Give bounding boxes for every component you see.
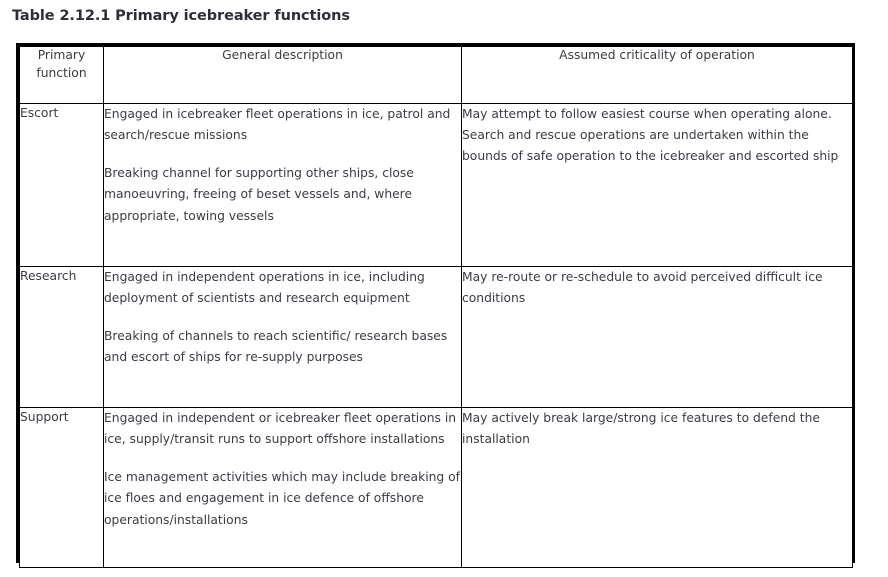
table-row: Escort Engaged in icebreaker fleet opera…: [19, 103, 853, 267]
description-paragraph: Engaged in icebreaker fleet operations i…: [104, 107, 451, 143]
cell-primary-function: Support: [19, 407, 104, 568]
table-body: Escort Engaged in icebreaker fleet opera…: [19, 103, 853, 568]
description-paragraph: Ice management activities which may incl…: [104, 470, 460, 527]
cell-assumed-criticality: May re-route or re-schedule to avoid per…: [461, 266, 853, 408]
description-paragraph: Breaking channel for supporting other sh…: [104, 166, 414, 223]
table-row: Research Engaged in independent operatio…: [19, 266, 853, 408]
description-paragraph: Engaged in independent or icebreaker fle…: [104, 411, 457, 447]
column-header-primary-function: Primary function: [19, 46, 104, 104]
criticality-paragraph: May attempt to follow easiest course whe…: [462, 107, 839, 164]
cell-primary-function: Research: [19, 266, 104, 408]
criticality-paragraph: May actively break large/strong ice feat…: [462, 411, 820, 447]
primary-icebreaker-functions-table: Primary function General description Ass…: [19, 46, 853, 568]
criticality-paragraph: May re-route or re-schedule to avoid per…: [462, 270, 823, 306]
column-header-assumed-criticality: Assumed criticality of operation: [461, 46, 853, 104]
cell-general-description: Engaged in independent or icebreaker fle…: [103, 407, 462, 568]
table-header-row: Primary function General description Ass…: [19, 46, 853, 104]
cell-primary-function: Escort: [19, 103, 104, 267]
description-paragraph: Engaged in independent operations in ice…: [104, 270, 425, 306]
cell-assumed-criticality: May attempt to follow easiest course whe…: [461, 103, 853, 267]
cell-assumed-criticality: May actively break large/strong ice feat…: [461, 407, 853, 568]
cell-general-description: Engaged in independent operations in ice…: [103, 266, 462, 408]
cell-general-description: Engaged in icebreaker fleet operations i…: [103, 103, 462, 267]
description-paragraph: Breaking of channels to reach scientific…: [104, 329, 448, 365]
table-header: Primary function General description Ass…: [19, 46, 853, 104]
column-header-general-description: General description: [103, 46, 462, 104]
table-container: Primary function General description Ass…: [16, 43, 855, 568]
table-caption: Table 2.12.1 Primary icebreaker function…: [12, 8, 350, 24]
table-row: Support Engaged in independent or icebre…: [19, 407, 853, 568]
